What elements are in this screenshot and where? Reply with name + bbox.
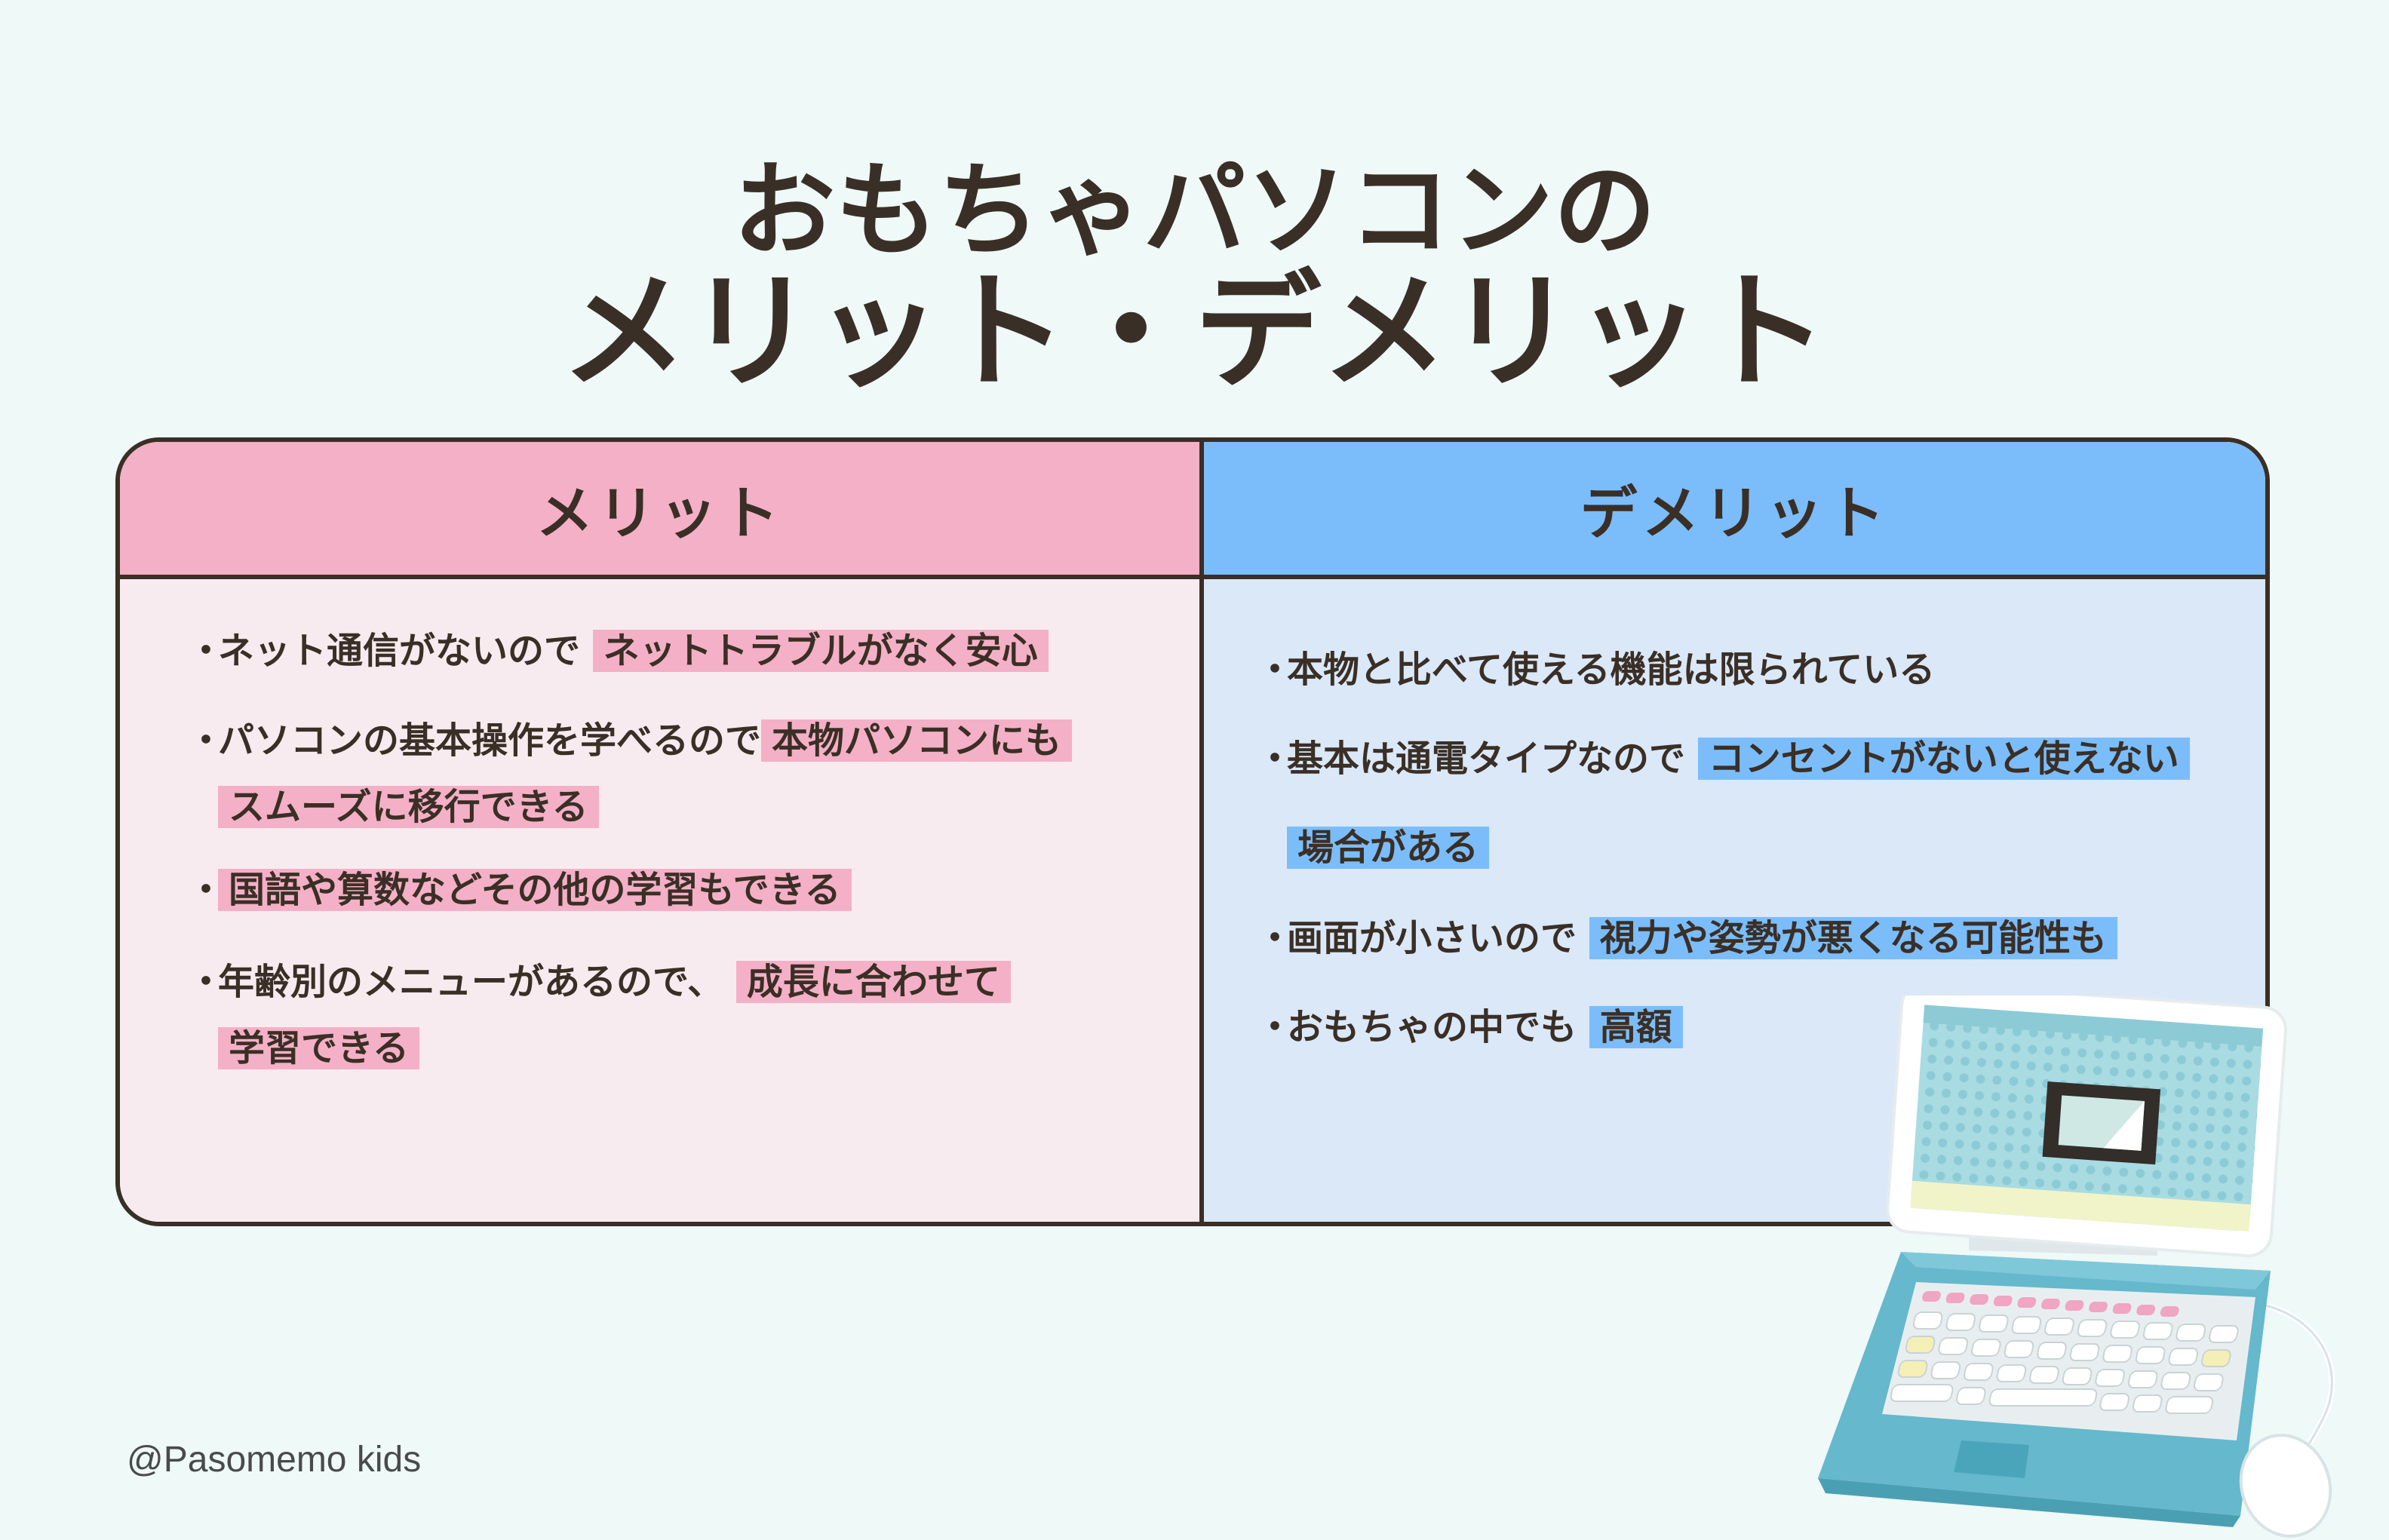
merit-item-highlight: 学習できる	[218, 1027, 420, 1069]
merit-item-highlight: 成長に合わせて	[735, 961, 1011, 1003]
merit-item-highlight: 国語や算数などその他の学習もできる	[218, 869, 852, 911]
toy-laptop-icon	[1818, 995, 2335, 1538]
merit-item-highlight: スムーズに移行できる	[218, 786, 599, 828]
merit-item: ・年齢別のメニューがあるので、 成長に合わせて	[188, 949, 1011, 1015]
demerit-item: ・おもちゃの中でも 高額	[1257, 994, 1683, 1060]
merit-item: ・ネット通信がないので ネットトラブルがなく安心	[188, 618, 1049, 684]
page-title-line1: おもちゃパソコンの	[732, 152, 1657, 271]
demerit-item: ・基本は通電タイプなので コンセントがないと使えない	[1257, 726, 2190, 792]
demerit-item-highlight: コンセントがないと使えない	[1697, 738, 2190, 780]
demerit-item-continuation: 場合がある	[1257, 814, 1490, 881]
page-title-line2: メリット・デメリット	[560, 258, 1829, 406]
merit-item-text: パソコンの基本操作を学べるので	[218, 719, 762, 762]
merit-item-highlight: 本物パソコンにも	[761, 719, 1073, 762]
demerit-item-highlight: 視力や姿勢が悪くなる可能性も	[1589, 917, 2117, 959]
demerit-heading: デメリット	[1204, 442, 2265, 579]
demerit-item-highlight: 高額	[1589, 1006, 1683, 1048]
merit-heading: メリット	[120, 442, 1199, 579]
demerit-item: ・本物と比べて使える機能は限られている	[1257, 649, 1936, 691]
demerit-item: ・画面が小さいので 視力や姿勢が悪くなる可能性も	[1257, 905, 2117, 971]
merit-item-continuation: スムーズに移行できる	[188, 774, 599, 840]
demerit-column: デメリット ・本物と比べて使える機能は限られている ・基本は通電タイプなので コ…	[1199, 442, 2265, 1222]
credit-text: @Pasomemo kids	[127, 1440, 422, 1480]
demerit-item-text: 基本は通電タイプなので	[1287, 738, 1686, 780]
merit-item-text: ネット通信がないので	[218, 630, 581, 672]
merit-item: ・パソコンの基本操作を学べるので本物パソコンにも	[188, 707, 1073, 774]
demerit-item-text: 画面が小さいので	[1287, 917, 1577, 959]
merit-item-text: 年齢別のメニューがあるので、	[218, 961, 724, 1003]
merit-item-highlight: ネットトラブルがなく安心	[592, 630, 1049, 672]
merit-item: ・国語や算数などその他の学習もできる	[188, 857, 852, 923]
demerit-item-text: おもちゃの中でも	[1287, 1006, 1577, 1048]
demerit-item-text: 本物と比べて使える機能は限られている	[1287, 649, 1936, 691]
demerit-item-highlight: 場合がある	[1287, 827, 1490, 869]
comparison-table: メリット ・ネット通信がないので ネットトラブルがなく安心 ・パソコンの基本操作…	[115, 437, 2270, 1226]
merit-item-continuation: 学習できる	[188, 1015, 420, 1081]
merit-column: メリット ・ネット通信がないので ネットトラブルがなく安心 ・パソコンの基本操作…	[120, 442, 1199, 1222]
